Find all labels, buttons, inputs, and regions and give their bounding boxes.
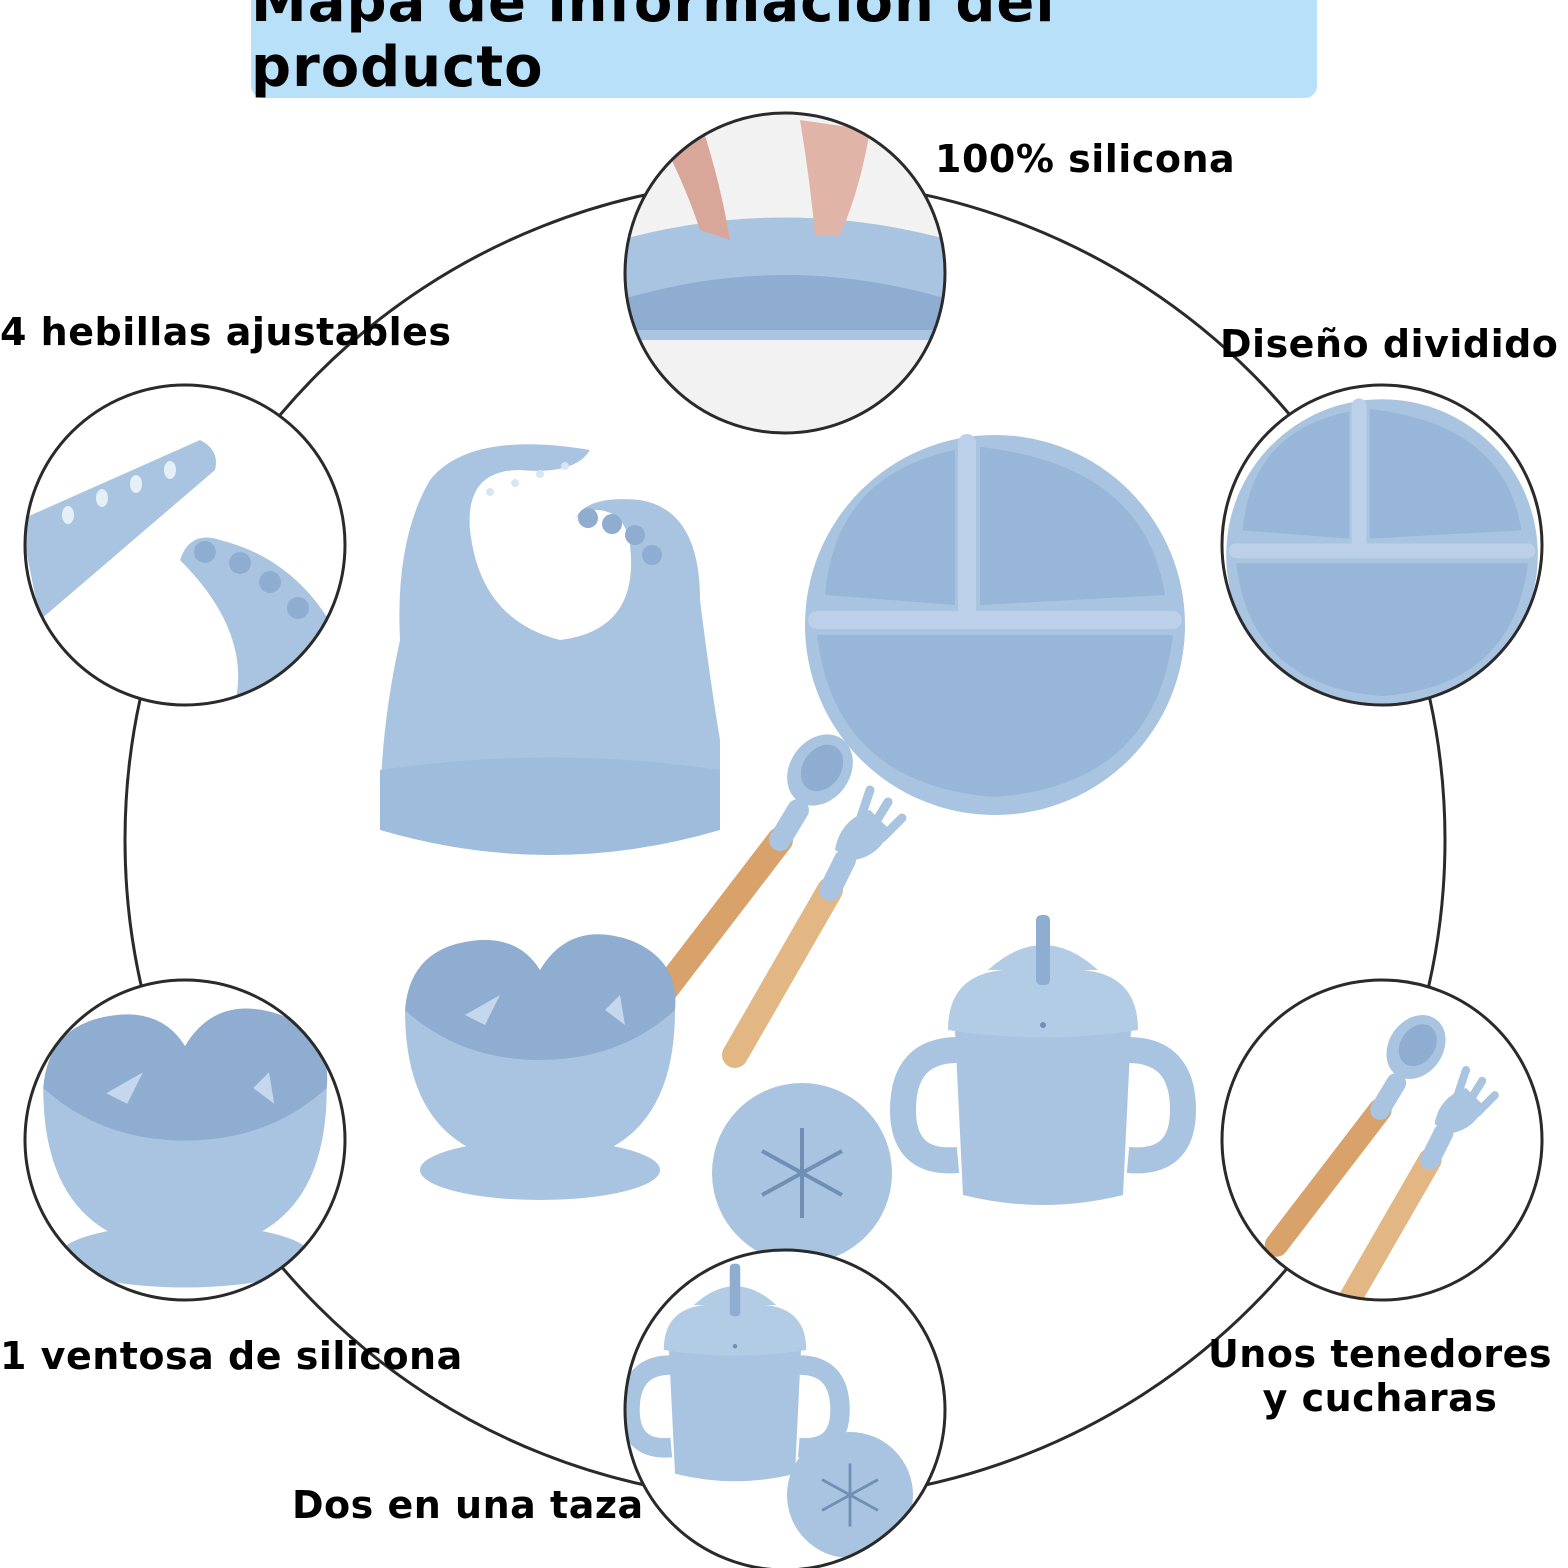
detail-circle-utensils: [1220, 978, 1544, 1302]
plate-close-up-hands-icon: [625, 113, 945, 433]
snack-lid-center-icon: [710, 1081, 894, 1265]
sippy-cup-center-icon: [903, 915, 1183, 1205]
divided-plate-center-icon: [805, 435, 1185, 815]
detail-circle-silicone: [623, 111, 947, 435]
detail-circle-suction: [23, 978, 347, 1302]
fork-center-icon: [735, 790, 902, 1055]
label-forks-spoons: Unos tenedores y cucharas: [1205, 1332, 1555, 1420]
page-title: Mapa de información del producto: [251, 0, 1056, 100]
detail-circle-divided: [1220, 383, 1544, 707]
detail-circle-two-in-one: [623, 1248, 947, 1568]
detail-circle-buckles: [23, 383, 347, 707]
bowl-center-icon: [405, 934, 676, 1200]
label-suction-cup: 1 ventosa de silicona: [0, 1334, 463, 1378]
label-forks-spoons-line1: Unos tenedores: [1207, 1332, 1553, 1376]
label-adjustable-buckles: 4 hebillas ajustables: [0, 310, 452, 354]
suction-bowl-icon: [43, 1008, 328, 1288]
label-forks-spoons-line2: y cucharas: [1262, 1376, 1498, 1420]
label-divided-design: Diseño dividido: [1220, 322, 1559, 366]
label-two-in-one-cup: Dos en una taza: [292, 1483, 644, 1527]
label-silicone: 100% silicona: [935, 137, 1236, 181]
bib-icon: [380, 444, 720, 855]
header-banner: Mapa de información del producto: [251, 0, 1317, 100]
